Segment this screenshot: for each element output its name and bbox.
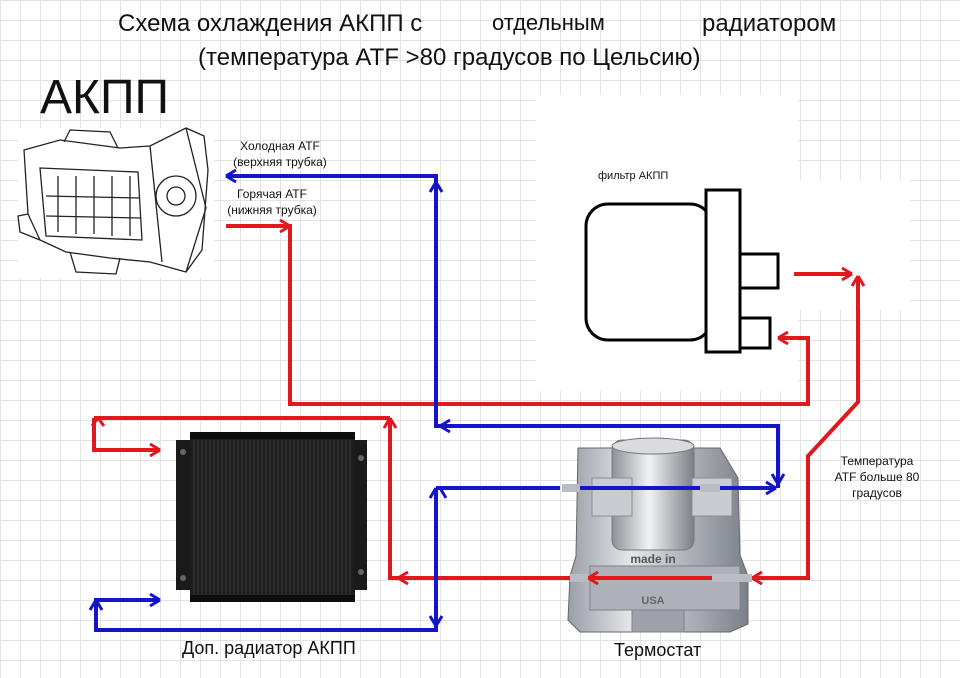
thermostat-usa-text: USA	[641, 595, 664, 607]
hot-atf-lines	[92, 224, 860, 580]
hot-atf-label: Горячая ATF (нижняя трубка)	[222, 186, 322, 218]
temperature-note-line3: градусов	[852, 486, 902, 500]
hot-atf-arrowheads	[90, 218, 866, 586]
temperature-note-line2: ATF больше 80	[834, 470, 920, 484]
akpp-heading: АКПП	[40, 71, 169, 124]
temperature-note: Температура ATF больше 80 градусов	[822, 453, 932, 501]
temperature-note-line1: Температура	[840, 454, 914, 468]
filter-icon	[584, 188, 780, 354]
cold-atf-note: (верхняя трубка)	[233, 155, 327, 169]
diagram-title-part1: Схема охлаждения АКПП с	[118, 10, 423, 37]
diagram-subtitle: (температура ATF >80 градусов по Цельсию…	[198, 44, 701, 71]
radiator-icon	[176, 432, 367, 602]
filter-panel-right	[798, 180, 910, 310]
thermostat-label: Термостат	[614, 640, 702, 660]
cold-atf-lines	[94, 174, 780, 632]
diagram-title-part2: отдельным	[492, 10, 605, 35]
diagram-title-part3: радиатором	[702, 10, 837, 37]
hot-atf-note: (нижняя трубка)	[227, 203, 317, 217]
thermostat-made-in-text: made in	[630, 552, 675, 566]
cold-atf-arrowheads	[88, 168, 786, 627]
cold-atf-title: Холодная ATF	[240, 139, 320, 153]
filter-label: фильтр АКПП	[598, 170, 669, 182]
radiator-label: Доп. радиатор АКПП	[182, 638, 356, 658]
transmission-icon	[17, 127, 209, 275]
thermostat-icon: made in USA	[567, 437, 749, 633]
hot-atf-title: Горячая ATF	[237, 187, 307, 201]
cold-atf-label: Холодная ATF (верхняя трубка)	[222, 138, 338, 170]
